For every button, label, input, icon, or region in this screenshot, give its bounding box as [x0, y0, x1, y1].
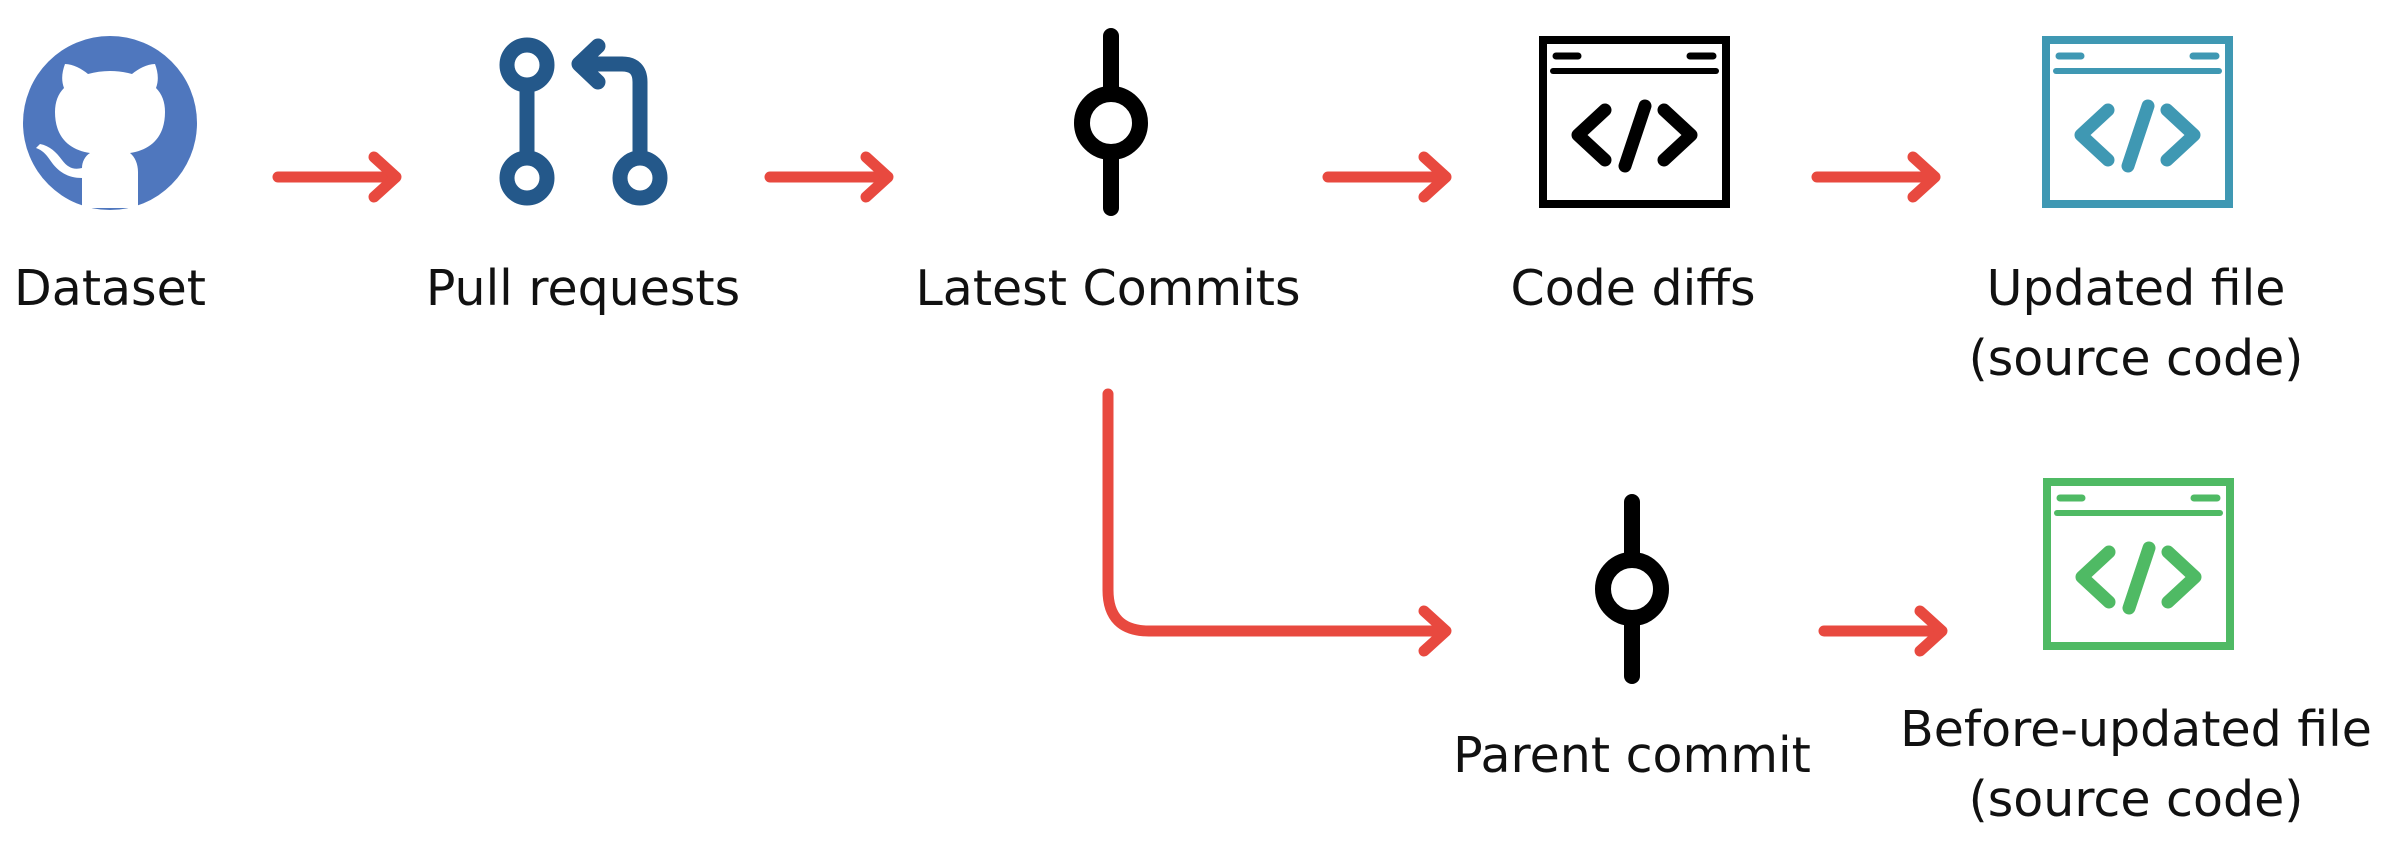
arrow-latest-commits-to-code-diffs — [1322, 151, 1452, 203]
latest-commits-label: Latest Commits — [915, 260, 1301, 317]
code-window-icon — [2042, 36, 2233, 208]
before-file-label-line2: (source code) — [1968, 771, 2304, 828]
arrow-latest-commits-to-parent-commit — [1102, 388, 1452, 657]
git-commit-icon — [1074, 28, 1148, 216]
parent-commit-label: Parent commit — [1453, 727, 1811, 784]
github-icon — [23, 36, 197, 210]
updated-file-label: Updated file (source code) — [1969, 254, 2304, 394]
updated-file-label-line1: Updated file — [1986, 260, 2286, 317]
dataset-label: Dataset — [14, 260, 206, 317]
git-pull-request-icon — [499, 37, 668, 206]
code-diffs-label: Code diffs — [1510, 260, 1756, 317]
before-file-label-line1: Before-updated file — [1900, 701, 2372, 758]
arrow-dataset-to-pull-requests — [272, 151, 402, 203]
arrow-parent-commit-to-before-file — [1818, 605, 1948, 657]
code-window-icon — [2043, 478, 2234, 650]
git-commit-icon — [1595, 494, 1669, 684]
updated-file-label-line2: (source code) — [1968, 330, 2304, 387]
pull-requests-label: Pull requests — [425, 260, 741, 317]
arrow-pull-requests-to-latest-commits — [764, 151, 894, 203]
before-file-label: Before-updated file (source code) — [1900, 695, 2372, 835]
code-window-icon — [1539, 36, 1730, 208]
arrow-code-diffs-to-updated-file — [1811, 151, 1941, 203]
